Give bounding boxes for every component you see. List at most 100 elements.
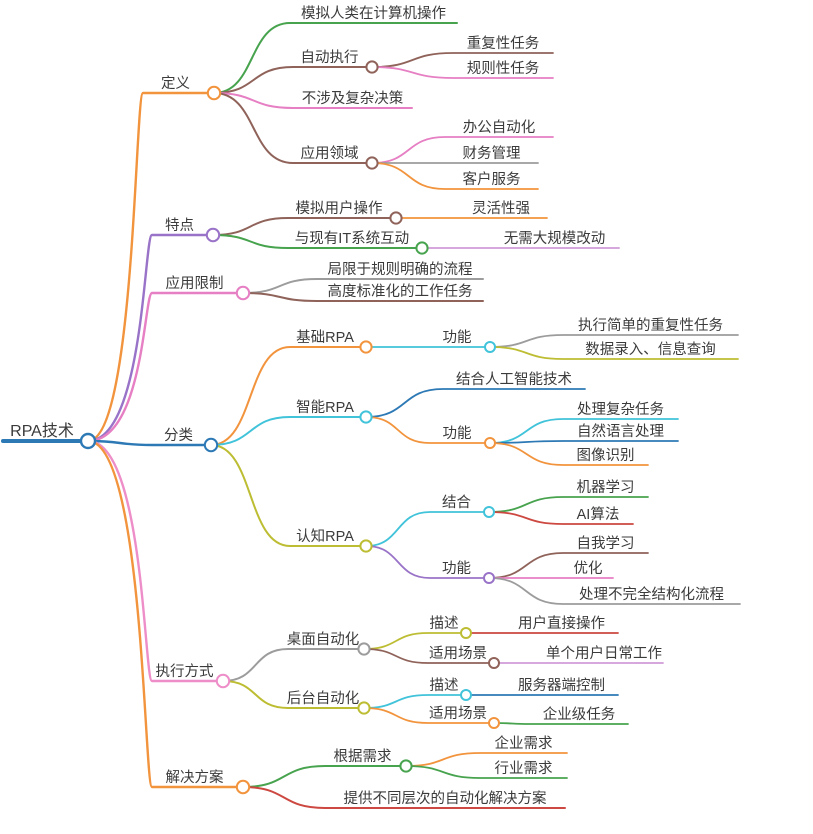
node-toggle-desktop-description[interactable] xyxy=(460,627,472,639)
node-toggle-auto-execute[interactable] xyxy=(365,60,379,74)
node-toggle-application-limits[interactable] xyxy=(235,285,251,301)
node-label-intelligent-rpa[interactable]: 智能RPA xyxy=(296,399,354,416)
node-label-optimization[interactable]: 优化 xyxy=(574,560,603,577)
node-label-desktop-automation[interactable]: 桌面自动化 xyxy=(287,631,360,648)
node-toggle-desktop-automation[interactable] xyxy=(357,642,371,656)
branch-data-entry-info-query xyxy=(489,346,739,360)
node-label-ai-algorithm[interactable]: AI算法 xyxy=(577,506,620,523)
node-label-financial-management[interactable]: 财务管理 xyxy=(463,145,521,162)
node-label-no-complex-decision[interactable]: 不涉及复杂决策 xyxy=(302,89,404,107)
node-label-image-recognition[interactable]: 图像识别 xyxy=(577,447,635,464)
node-toggle-it-system-interaction[interactable] xyxy=(415,241,429,255)
node-label-standardized-work-tasks[interactable]: 高度标准化的工作任务 xyxy=(328,283,473,300)
node-label-basic-rpa[interactable]: 基础RPA xyxy=(296,329,354,346)
node-label-execution-modes[interactable]: 执行方式 xyxy=(156,663,214,680)
node-label-office-automation[interactable]: 办公自动化 xyxy=(463,119,536,136)
branch-enterprise-level-tasks xyxy=(493,722,629,725)
node-label-application-limits[interactable]: 应用限制 xyxy=(166,274,224,292)
node-label-combine[interactable]: 结合 xyxy=(442,494,471,511)
node-toggle-basic-function[interactable] xyxy=(484,341,496,353)
node-label-customer-service[interactable]: 客户服务 xyxy=(463,171,521,188)
node-label-enterprise-level-tasks[interactable]: 企业级任务 xyxy=(543,705,616,723)
node-label-high-flexibility[interactable]: 灵活性强 xyxy=(472,200,530,217)
node-toggle-desktop-scenario[interactable] xyxy=(488,657,500,669)
branch-by-demand xyxy=(242,765,401,788)
node-label-auto-execute[interactable]: 自动执行 xyxy=(301,49,359,66)
branch-simulate-user-operation xyxy=(212,217,391,236)
node-toggle-combine[interactable] xyxy=(483,506,495,518)
branch-basic-rpa xyxy=(210,346,361,446)
node-toggle-solutions[interactable] xyxy=(235,779,251,795)
node-label-server-side-control[interactable]: 服务器端控制 xyxy=(518,677,605,694)
branch-application-limits xyxy=(86,291,239,443)
node-label-definition[interactable]: 定义 xyxy=(161,75,190,92)
node-toggle-rpa-root[interactable] xyxy=(79,432,97,450)
branch-application-fields xyxy=(213,92,367,164)
node-toggle-background-scenario[interactable] xyxy=(488,717,500,729)
node-label-cognitive-function[interactable]: 功能 xyxy=(442,560,471,577)
node-circles-layer xyxy=(79,60,500,795)
node-label-industry-demand[interactable]: 行业需求 xyxy=(495,760,553,777)
branch-machine-learning xyxy=(488,496,649,513)
node-toggle-definition[interactable] xyxy=(206,85,222,101)
node-label-machine-learning[interactable]: 机器学习 xyxy=(577,479,635,496)
node-toggle-classification[interactable] xyxy=(203,437,219,453)
branch-no-complex-decision xyxy=(213,92,413,109)
node-label-combine-ai-tech[interactable]: 结合人工智能技术 xyxy=(456,371,572,388)
branch-it-system-interaction xyxy=(212,234,417,249)
node-label-application-fields[interactable]: 应用领域 xyxy=(301,144,359,162)
node-label-cognitive-rpa[interactable]: 认知RPA xyxy=(296,528,354,545)
branch-standardized-work-tasks xyxy=(242,292,484,302)
node-label-basic-function[interactable]: 功能 xyxy=(443,329,472,346)
node-label-background-description[interactable]: 描述 xyxy=(430,677,459,694)
node-label-self-learning[interactable]: 自我学习 xyxy=(577,535,635,552)
branch-self-learning xyxy=(488,552,649,579)
node-label-simple-repetitive-tasks[interactable]: 执行简单的重复性任务 xyxy=(578,316,723,334)
branch-industry-demand xyxy=(405,765,568,779)
branch-desktop-description xyxy=(363,632,461,650)
node-toggle-simulate-user-operation[interactable] xyxy=(389,211,403,225)
node-label-user-direct-operation[interactable]: 用户直接操作 xyxy=(518,615,605,632)
node-label-single-user-daily-work[interactable]: 单个用户日常工作 xyxy=(546,645,662,662)
node-toggle-application-fields[interactable] xyxy=(365,156,379,170)
node-toggle-background-description[interactable] xyxy=(460,689,472,701)
node-label-simulate-user-operation[interactable]: 模拟用户操作 xyxy=(296,200,383,217)
branch-features xyxy=(86,233,209,443)
node-label-multi-level-automation-solutions[interactable]: 提供不同层次的自动化解决方案 xyxy=(344,789,547,807)
node-label-no-massive-change[interactable]: 无需大规模改动 xyxy=(504,230,606,247)
node-label-desktop-scenario[interactable]: 适用场景 xyxy=(429,645,487,662)
node-label-background-scenario[interactable]: 适用场景 xyxy=(429,705,487,722)
node-toggle-cognitive-rpa[interactable] xyxy=(359,539,373,553)
branch-office-automation xyxy=(371,136,554,164)
node-toggle-intelligent-function[interactable] xyxy=(484,437,496,449)
node-label-solutions[interactable]: 解决方案 xyxy=(166,768,224,786)
node-label-it-system-interaction[interactable]: 与现有IT系统互动 xyxy=(295,230,409,247)
node-label-intelligent-function[interactable]: 功能 xyxy=(443,425,472,442)
node-label-rule-defined-processes[interactable]: 局限于规则明确的流程 xyxy=(328,261,473,278)
node-label-classification[interactable]: 分类 xyxy=(164,427,193,444)
node-label-desktop-description[interactable]: 描述 xyxy=(430,615,459,632)
branch-auto-execute xyxy=(213,66,367,94)
node-toggle-features[interactable] xyxy=(205,227,221,243)
node-label-semi-structured-processes[interactable]: 处理不完全结构化流程 xyxy=(579,585,724,603)
node-toggle-basic-rpa[interactable] xyxy=(359,340,373,354)
node-label-background-automation[interactable]: 后台自动化 xyxy=(287,690,360,707)
node-label-by-demand[interactable]: 根据需求 xyxy=(334,748,392,765)
branch-desktop-automation xyxy=(222,648,359,682)
node-label-rule-based-tasks[interactable]: 规则性任务 xyxy=(467,60,540,77)
node-toggle-intelligent-rpa[interactable] xyxy=(359,410,373,424)
node-toggle-cognitive-function[interactable] xyxy=(483,572,495,584)
node-label-data-entry-info-query[interactable]: 数据录入、信息查询 xyxy=(585,341,716,358)
branch-cognitive-rpa xyxy=(210,444,361,547)
node-label-repetitive-tasks[interactable]: 重复性任务 xyxy=(467,34,540,52)
node-toggle-background-automation[interactable] xyxy=(357,701,371,715)
node-toggle-by-demand[interactable] xyxy=(399,759,413,773)
node-label-simulate-human-computer-operation[interactable]: 模拟人类在计算机操作 xyxy=(301,5,446,22)
node-label-features[interactable]: 特点 xyxy=(165,217,194,234)
node-label-handle-complex-tasks[interactable]: 处理复杂任务 xyxy=(577,400,664,418)
node-label-enterprise-demand[interactable]: 企业需求 xyxy=(495,734,553,752)
node-label-natural-language-processing[interactable]: 自然语言处理 xyxy=(577,423,664,440)
node-label-rpa-root[interactable]: RPA技术 xyxy=(10,422,74,440)
node-toggle-execution-modes[interactable] xyxy=(215,673,231,689)
